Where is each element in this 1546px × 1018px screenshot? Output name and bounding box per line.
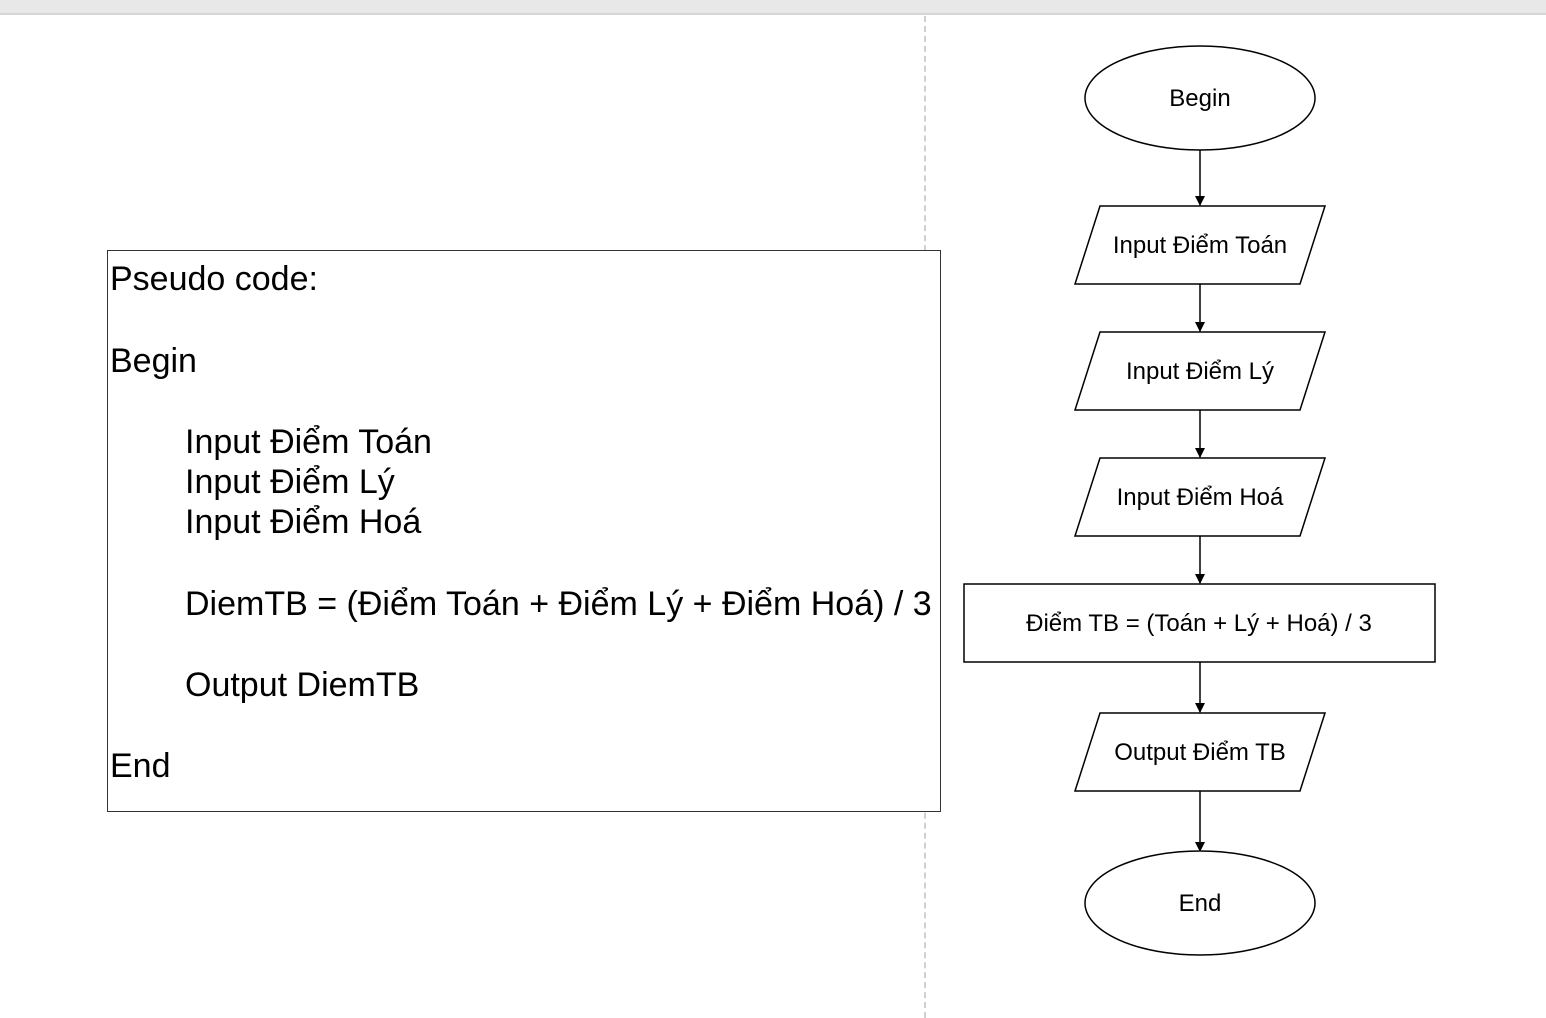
input-hoa-label: Input Điểm Hoá xyxy=(1117,484,1284,511)
start-label: Begin xyxy=(1169,85,1230,112)
pseudo-code-box[interactable]: Pseudo code: Begin Input Điểm Toán Input… xyxy=(107,250,941,812)
input-toan-label: Input Điểm Toán xyxy=(1113,232,1287,259)
pseudo-compute: DiemTB = (Điểm Toán + Điểm Lý + Điểm Hoá… xyxy=(185,585,932,623)
pseudo-input-toan: Input Điểm Toán xyxy=(185,423,432,461)
top-toolbar-strip xyxy=(0,0,1546,15)
pseudo-begin: Begin xyxy=(110,342,197,380)
end-label: End xyxy=(1179,890,1222,917)
process-node[interactable]: Điểm TB = (Toán + Lý + Hoá) / 3 xyxy=(963,583,1436,663)
pseudo-output: Output DiemTB xyxy=(185,666,420,704)
output-label: Output Điểm TB xyxy=(1114,739,1286,766)
end-terminal[interactable]: End xyxy=(1084,850,1316,956)
pseudo-input-ly: Input Điểm Lý xyxy=(185,463,395,501)
output-node[interactable]: Output Điểm TB xyxy=(1073,712,1327,792)
process-label: Điểm TB = (Toán + Lý + Hoá) / 3 xyxy=(1026,610,1372,637)
input-ly-label: Input Điểm Lý xyxy=(1126,358,1274,385)
pseudo-end: End xyxy=(110,747,171,785)
pseudo-title: Pseudo code: xyxy=(110,260,318,298)
pseudo-input-hoa: Input Điểm Hoá xyxy=(185,503,422,541)
input-ly-node[interactable]: Input Điểm Lý xyxy=(1073,331,1327,411)
input-toan-node[interactable]: Input Điểm Toán xyxy=(1073,205,1327,285)
input-hoa-node[interactable]: Input Điểm Hoá xyxy=(1073,457,1327,537)
start-terminal[interactable]: Begin xyxy=(1084,45,1316,151)
